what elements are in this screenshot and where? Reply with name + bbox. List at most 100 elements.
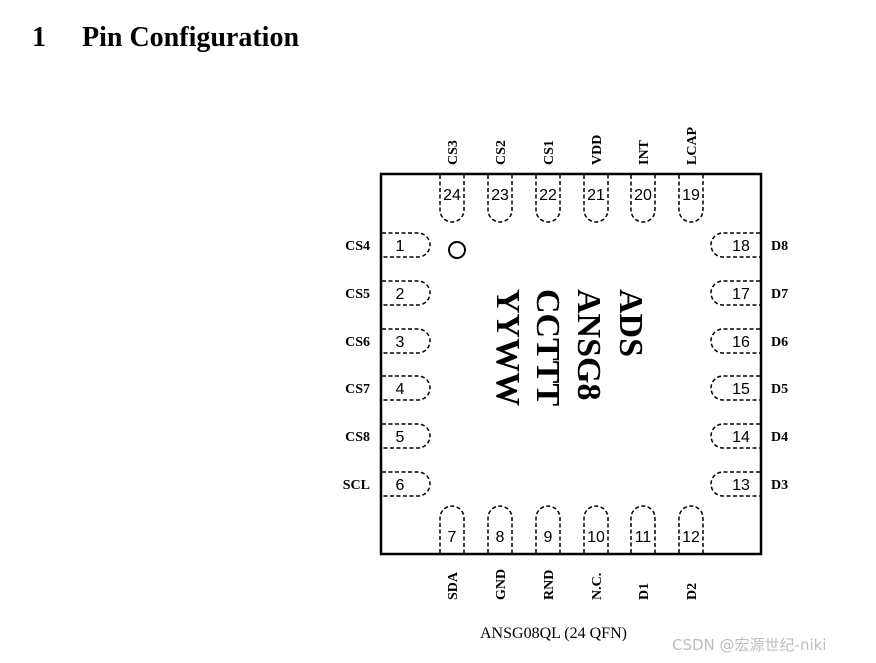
pin-pad (630, 505, 656, 553)
pin-name: INT (637, 139, 652, 165)
pin-pad (382, 375, 431, 401)
pin-name: SDA (446, 571, 461, 600)
pin-name: D6 (771, 335, 788, 350)
pin-name: GND (494, 569, 509, 600)
pin-name: N.C. (590, 573, 605, 600)
pin-name: CS5 (345, 287, 370, 302)
pin-number: 10 (587, 529, 605, 546)
section-title: Pin Configuration (82, 22, 300, 53)
pin-number: 17 (732, 286, 750, 303)
pin-name: CS8 (345, 430, 370, 445)
pin-pad (382, 232, 431, 258)
pin-number: 18 (732, 238, 750, 255)
pin-name: CS7 (345, 382, 370, 397)
pin-pad (535, 175, 561, 223)
pin-number: 5 (396, 429, 405, 446)
pin-4: 4 CS7 (345, 375, 431, 401)
pin-pad (583, 505, 609, 553)
pin-number: 12 (682, 529, 700, 546)
watermark: CSDN @宏源世纪-niki (672, 636, 827, 654)
pin-1: 1 CS4 (345, 232, 431, 258)
pin-pad (583, 175, 609, 223)
pin-number: 23 (491, 187, 509, 204)
pin-number: 16 (732, 334, 750, 351)
pin-number: 11 (635, 529, 652, 546)
pin-pad (678, 505, 704, 553)
pin-6: 6 SCL (343, 471, 431, 497)
pin-name: RND (542, 570, 557, 600)
pin1-marker (448, 241, 466, 259)
pin-name: D1 (637, 583, 652, 600)
pin-18: 18 D8 (710, 232, 788, 258)
pin-13: 13 D3 (710, 471, 788, 497)
section-number: 1 (32, 22, 46, 53)
pin-pad (710, 328, 760, 354)
pin-16: 16 D6 (710, 328, 788, 354)
pin-name: D2 (685, 583, 700, 600)
pin-number: 21 (587, 187, 605, 204)
pin-name: LCAP (685, 126, 700, 165)
pin-pad (382, 328, 431, 354)
pin-number: 3 (396, 334, 405, 351)
pin-number: 2 (396, 286, 405, 303)
pin-5: 5 CS8 (345, 423, 431, 449)
pin-pad (710, 232, 760, 258)
pin-name: VDD (590, 135, 605, 165)
pin-name: CS1 (542, 140, 557, 165)
pin-10: 10N.C. (583, 505, 609, 600)
pin-name: D3 (771, 478, 788, 493)
pin-pad (382, 423, 431, 449)
pin-number: 9 (544, 529, 553, 546)
pin-name: CS6 (345, 335, 370, 350)
pin-number: 1 (396, 238, 405, 255)
pin-number: 19 (682, 187, 700, 204)
pin-21: 21 VDD (583, 135, 609, 223)
pin-pad (535, 505, 561, 553)
pin-number: 22 (539, 187, 557, 204)
pin-pad (710, 375, 760, 401)
pin-pad (439, 505, 465, 553)
pin-number: 6 (396, 477, 405, 494)
pin-pad (710, 423, 760, 449)
pin-number: 14 (732, 429, 750, 446)
pin-pad (487, 175, 513, 223)
pin-number: 24 (443, 187, 461, 204)
pin-pad (382, 280, 431, 306)
package-outline (379, 172, 763, 556)
pin-number: 20 (634, 187, 652, 204)
package-caption: ANSG08QL (24 QFN) (480, 625, 627, 642)
pin-pad (678, 175, 704, 223)
pin-pad (630, 175, 656, 223)
marking-line: ANSG8 (570, 289, 607, 400)
pin-name: D4 (771, 430, 788, 445)
pin-number: 7 (448, 529, 457, 546)
pin-number: 8 (496, 529, 505, 546)
pin-pad (487, 505, 513, 553)
pin-pad (439, 175, 465, 223)
marking-line: CCTTT (529, 289, 566, 406)
marking-line: YYWW (489, 289, 526, 406)
pin-20: 20 INT (630, 139, 656, 223)
pin-name: CS4 (345, 239, 370, 254)
pin-name: D8 (771, 239, 788, 254)
pin-2: 2 CS5 (345, 280, 431, 306)
pin-name: SCL (343, 478, 370, 493)
pin-pad (382, 471, 431, 497)
marking-line: ADS (612, 289, 649, 357)
pin-pad (710, 471, 760, 497)
pin-number: 13 (732, 477, 750, 494)
pin-3: 3 CS6 (345, 328, 431, 354)
pin-14: 14 D4 (710, 423, 788, 449)
pin-number: 4 (396, 381, 405, 398)
